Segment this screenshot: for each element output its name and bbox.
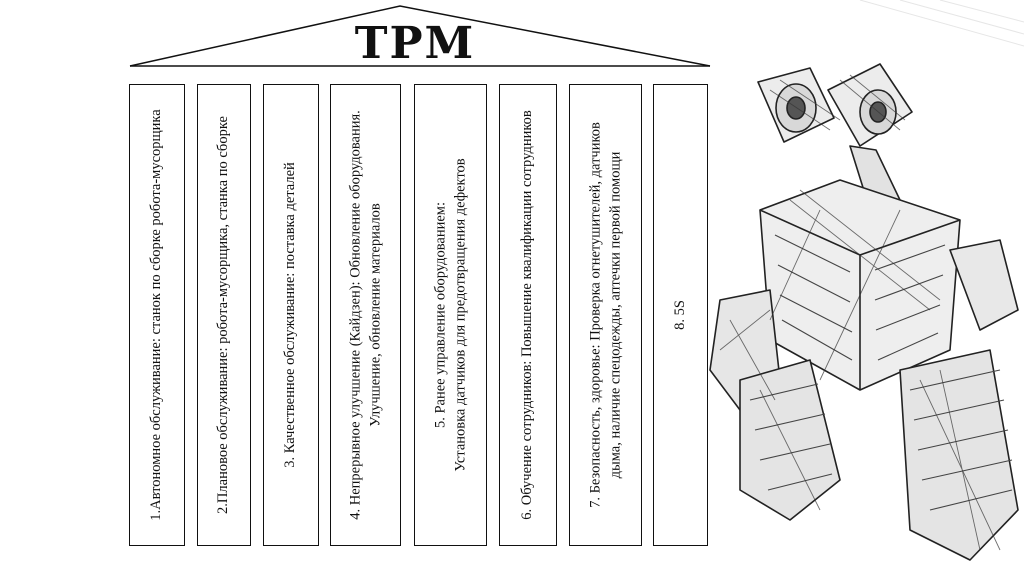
- robot-right-arm: [950, 240, 1018, 330]
- pillar-2: 2.Плановое обслуживание: робота-мусорщик…: [197, 84, 251, 546]
- pillar-1-text: 1.Автономное обслуживание: станок по сбо…: [147, 84, 167, 546]
- pillar-7-text-line-2: дыма, наличие спецодежды, аптечки первой…: [606, 84, 626, 546]
- robot-left-tread: [740, 360, 840, 520]
- pillar-4-text-line-1: 4. Непрерывное улучшение (Кайдзен): Обно…: [346, 84, 366, 546]
- pillar-8-text: 8. 5S: [671, 84, 691, 546]
- robot-illustration: [700, 50, 1024, 570]
- diagram-title: TPM: [300, 18, 530, 69]
- pillar-1: 1.Автономное обслуживание: станок по сбо…: [129, 84, 185, 546]
- pillar-2-text: 2.Плановое обслуживание: робота-мусорщик…: [214, 84, 234, 546]
- pillar-3: 3. Качественное обслуживание: поставка д…: [263, 84, 319, 546]
- pillar-7-text-line-1: 7. Безопасность, здоровье: Проверка огне…: [586, 84, 606, 546]
- pillar-6-text: 6. Обучение сотрудников: Повышение квали…: [518, 84, 538, 546]
- pillar-6: 6. Обучение сотрудников: Повышение квали…: [499, 84, 557, 546]
- pillar-4: 4. Непрерывное улучшение (Кайдзен): Обно…: [330, 84, 401, 546]
- pillar-5-text-line-2: Установка датчиков для предотвращения де…: [451, 84, 471, 546]
- pillar-5-text-line-1: 5. Ранее управление оборудованием:: [431, 84, 451, 546]
- pillar-7: 7. Безопасность, здоровье: Проверка огне…: [569, 84, 642, 546]
- pillar-4-text-line-2: Улучшение, обновление материалов: [366, 84, 386, 546]
- pillar-3-text: 3. Качественное обслуживание: поставка д…: [281, 84, 301, 546]
- pillar-5: 5. Ранее управление оборудованием: Устан…: [414, 84, 487, 546]
